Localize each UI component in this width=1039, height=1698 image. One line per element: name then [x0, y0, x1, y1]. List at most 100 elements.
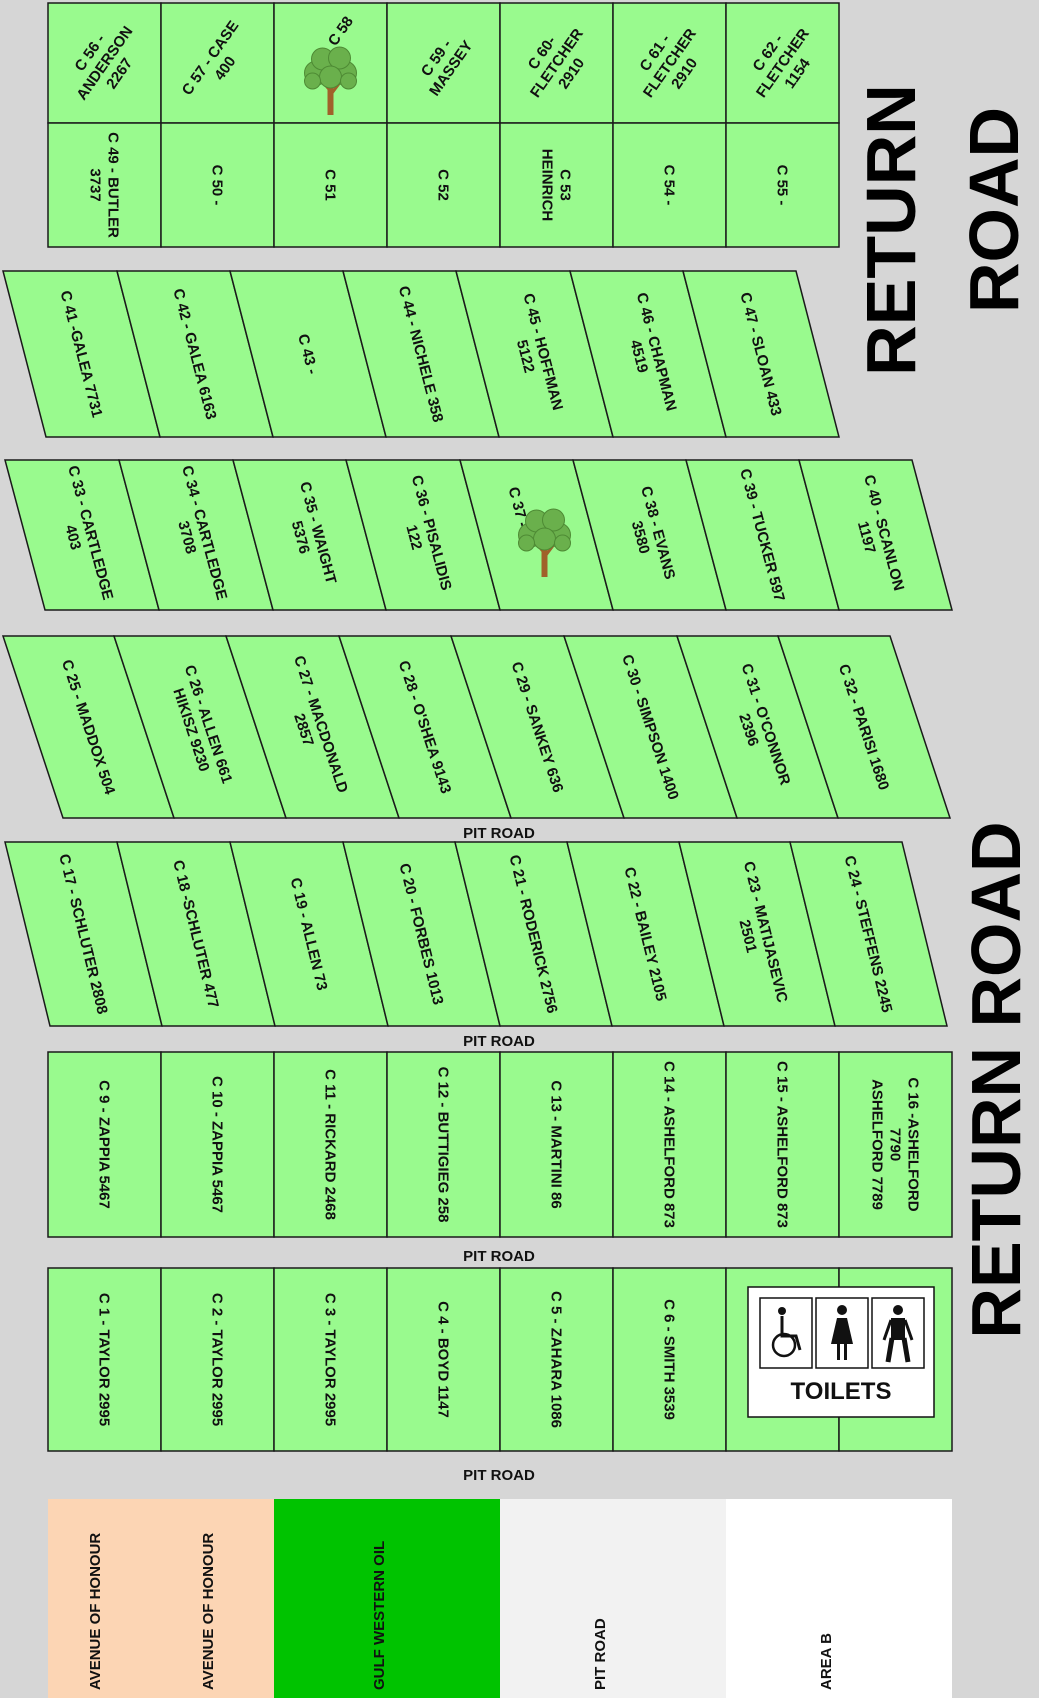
campsite-label-line: C 54 - — [661, 165, 678, 206]
campsite[interactable]: C 54 - — [613, 123, 726, 247]
campsite[interactable]: C 51 — [274, 123, 387, 247]
campsite-label: C 51 — [322, 169, 339, 201]
bottom-area: PIT ROAD — [500, 1499, 726, 1698]
campsite[interactable]: C 53HEINRICH — [500, 123, 613, 247]
campsite-label: C 12 - BUTTIGIEG 258 — [435, 1067, 452, 1223]
bottom-area: GULF WESTERN OIL — [274, 1499, 500, 1698]
campsite-plot[interactable] — [387, 3, 500, 123]
pit-road-label-2: PIT ROAD — [463, 1033, 535, 1050]
campsite-label-line: C 2 - TAYLOR 2995 — [209, 1293, 226, 1426]
female-icon — [816, 1298, 868, 1368]
campsite-label: C 13 - MARTINI 86 — [548, 1080, 565, 1208]
campsite[interactable]: C 2 - TAYLOR 2995 — [161, 1268, 274, 1451]
campsite[interactable]: C 59 -MASSEY — [387, 3, 500, 123]
campsite-label-line: C 3 - TAYLOR 2995 — [322, 1293, 339, 1426]
campsite[interactable]: C 11 - RICKARD 2468 — [274, 1052, 387, 1237]
toilets-label: TOILETS — [791, 1378, 892, 1405]
campsite-label: C 11 - RICKARD 2468 — [322, 1069, 339, 1220]
campsite-label-line: C 50 - — [209, 165, 226, 206]
campsite[interactable]: C 1 - TAYLOR 2995 — [48, 1268, 161, 1451]
return-road-top-line1: RETURN — [852, 84, 930, 376]
campsite-label-line: C 55 - — [774, 165, 791, 206]
campsite[interactable]: C 61 -FLETCHER2910 — [613, 3, 726, 123]
site-row: C 17 - SCHLUTER 2808C 18 -SCHLUTER 477C … — [5, 842, 947, 1026]
campsite-label-line: C 12 - BUTTIGIEG 258 — [435, 1067, 452, 1223]
campsite-label: C 4 - BOYD 1147 — [435, 1301, 452, 1418]
campsite-label-line: C 49 - BUTLER — [105, 132, 122, 238]
bottom-area-fill — [726, 1499, 952, 1698]
campsite-label-line: C 16 -ASHELFORD — [905, 1077, 922, 1211]
site-row: C 9 - ZAPPIA 5467 C 10 - ZAPPIA 5467 C 11 … — [48, 1052, 952, 1237]
site-row: C 41 -GALEA 7731C 42 - GALEA 6163C 43 -C… — [3, 271, 839, 437]
wheelchair-icon — [760, 1298, 812, 1368]
site-row: C 25 - MADDOX 504C 26 - ALLEN 661HIKISZ … — [3, 636, 950, 818]
campsite[interactable]: C 58 — [274, 3, 387, 123]
campsite-plot[interactable] — [48, 123, 161, 247]
campsite-label-line: C 13 - MARTINI 86 — [548, 1080, 565, 1208]
campsite[interactable]: C 14 - ASHELFORD 873 — [613, 1052, 726, 1237]
pit-road-label-4: PIT ROAD — [463, 1467, 535, 1484]
campsite[interactable]: C 60-FLETCHER2910 — [500, 3, 613, 123]
return-road-top-line2: ROAD — [955, 107, 1033, 313]
bottom-area-label: AREA B — [818, 1633, 835, 1690]
campsite-label: C 1 - TAYLOR 2995 — [96, 1293, 113, 1426]
campsite[interactable]: C 15 - ASHELFORD 873 — [726, 1052, 839, 1237]
campsite[interactable]: C 16 -ASHELFORD7790ASHELFORD 7789 — [839, 1052, 952, 1237]
campsite-label-line: ASHELFORD 7789 — [869, 1079, 886, 1210]
campsite-label: C 3 - TAYLOR 2995 — [322, 1293, 339, 1426]
bottom-area-label: AVENUE OF HONOUR — [87, 1533, 104, 1690]
campsite-label: C 10 - ZAPPIA 5467 — [209, 1076, 226, 1213]
campsite[interactable]: C 57 - CASE400 — [161, 3, 274, 123]
campsite-label-line: C 9 - ZAPPIA 5467 — [96, 1080, 113, 1209]
campsite[interactable]: C 5 - ZAHARA 1086 — [500, 1268, 613, 1451]
bottom-area-fill — [500, 1499, 726, 1698]
bottom-area-label: PIT ROAD — [592, 1618, 609, 1690]
campsite-label: C 2 - TAYLOR 2995 — [209, 1293, 226, 1426]
male-icon — [872, 1298, 924, 1368]
return-road-bottom: RETURN ROAD — [957, 821, 1035, 1338]
campsite-label-line: HEINRICH — [539, 149, 556, 222]
campsite-plot[interactable] — [161, 3, 274, 123]
campsite-label-line: C 15 - ASHELFORD 873 — [774, 1061, 791, 1228]
campsite[interactable]: C 10 - ZAPPIA 5467 — [161, 1052, 274, 1237]
campsite[interactable]: C 49 - BUTLER3737 — [48, 123, 161, 247]
bottom-area-fill — [48, 1499, 161, 1698]
campsite[interactable]: C 12 - BUTTIGIEG 258 — [387, 1052, 500, 1237]
campsite-label-line: C 4 - BOYD 1147 — [435, 1301, 452, 1418]
campsite-label: C 52 — [435, 169, 452, 201]
site-row: C 49 - BUTLER3737 C 50 - C 51 C 52 C 53HEINR… — [48, 123, 839, 247]
campsite-label: C 15 - ASHELFORD 873 — [774, 1061, 791, 1228]
campsite[interactable]: C 56 -ANDERSON2267 — [48, 3, 161, 123]
campsite[interactable]: C 62 -FLETCHER1154 — [726, 3, 839, 123]
campsite-label-line: C 5 - ZAHARA 1086 — [548, 1291, 565, 1428]
campsite-label: C 14 - ASHELFORD 873 — [661, 1061, 678, 1228]
bottom-area: AVENUE OF HONOUR — [48, 1499, 161, 1698]
campsite[interactable]: C 50 - — [161, 123, 274, 247]
bottom-area-fill — [161, 1499, 274, 1698]
campsite[interactable]: C 4 - BOYD 1147 — [387, 1268, 500, 1451]
campsite-label-line: C 11 - RICKARD 2468 — [322, 1069, 339, 1220]
campsite[interactable]: C 6 - SMITH 3539 — [613, 1268, 726, 1451]
campsite-label-line: C 1 - TAYLOR 2995 — [96, 1293, 113, 1426]
toilets-sign: TOILETS — [748, 1287, 934, 1417]
bottom-area: AREA B — [726, 1499, 952, 1698]
bottom-area-label: GULF WESTERN OIL — [371, 1541, 388, 1690]
campsite-label: C 9 - ZAPPIA 5467 — [96, 1080, 113, 1209]
campsite-plot[interactable] — [500, 123, 613, 247]
campsite[interactable]: C 52 — [387, 123, 500, 247]
pit-road-label-1: PIT ROAD — [463, 825, 535, 842]
campsite-label: C 55 - — [774, 165, 791, 206]
campsite-label: C 50 - — [209, 165, 226, 206]
campsite-label-line: 7790 — [887, 1128, 904, 1161]
campsite-label-line: C 6 - SMITH 3539 — [661, 1299, 678, 1420]
campsite[interactable]: C 9 - ZAPPIA 5467 — [48, 1052, 161, 1237]
campsite[interactable]: C 3 - TAYLOR 2995 — [274, 1268, 387, 1451]
campsite[interactable]: C 13 - MARTINI 86 — [500, 1052, 613, 1237]
campsite[interactable]: C 55 - — [726, 123, 839, 247]
campsite-label-line: C 10 - ZAPPIA 5467 — [209, 1076, 226, 1213]
campsite-label-line: C 53 — [557, 169, 574, 201]
campsite-label: C 5 - ZAHARA 1086 — [548, 1291, 565, 1428]
